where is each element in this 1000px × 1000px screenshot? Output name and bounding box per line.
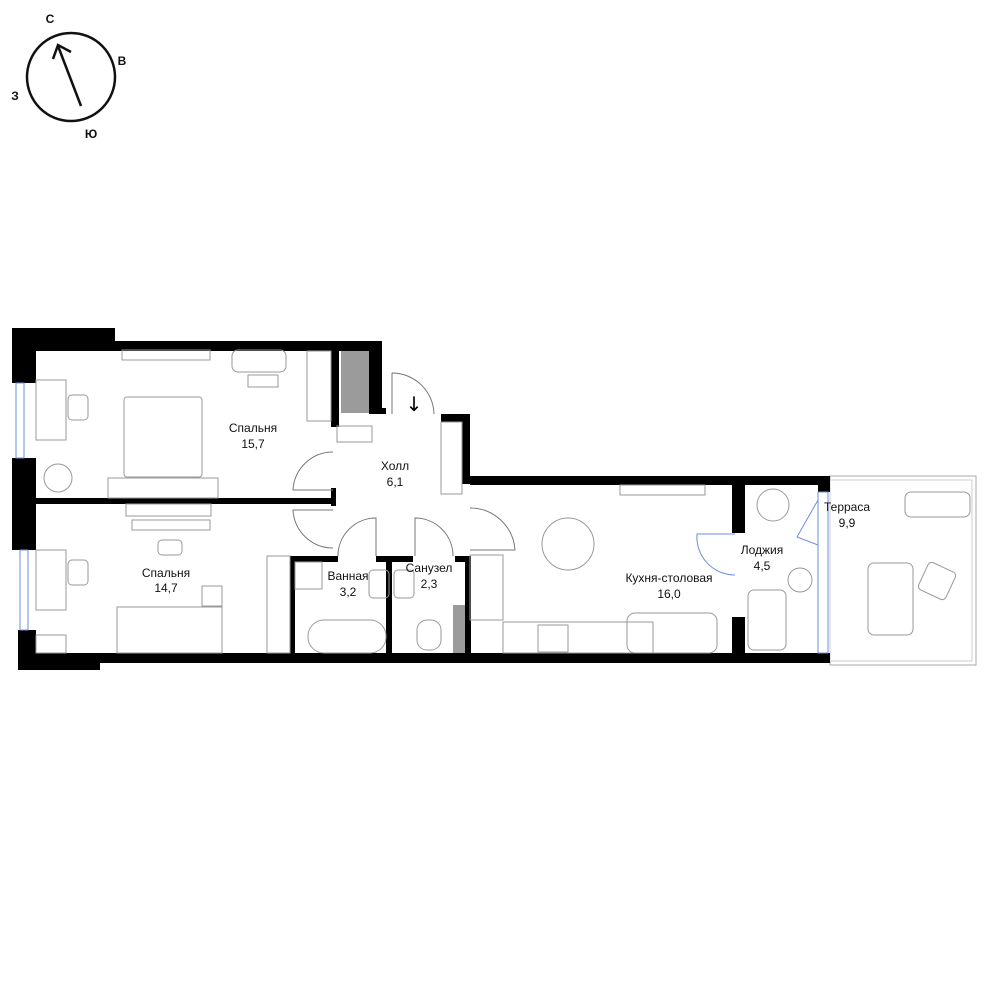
room-area: 9,9 [839,516,856,530]
room-name: Ванная [327,569,368,583]
piano-icon [131,519,211,531]
window-bedroom-1 [15,382,25,459]
plant-icon [43,463,73,493]
wardrobe-icon [266,555,291,654]
terrace-outline [829,475,977,666]
room-area: 3,2 [340,585,357,599]
desk-bedroom-1 [231,349,287,373]
room-name: Санузел [406,561,453,575]
chair-icon [247,374,279,388]
tv-bedroom-1 [121,349,211,361]
compass-arrow-head [51,43,72,60]
stove-icon [537,624,569,653]
door-kitchen [469,507,516,551]
pouf-icon [917,561,957,601]
entrance-arrow-icon: ↓ [406,392,423,416]
shelf-icon [35,634,67,654]
shaft-block [453,605,465,653]
armchair-icon [747,589,787,651]
washer-icon [294,561,323,590]
wardrobe-icon [440,421,463,495]
window-bedroom-2 [19,549,29,631]
room-name: Холл [381,459,409,473]
compass-north: С [46,12,55,26]
compass-south: Ю [85,127,97,141]
room-area: 4,5 [754,559,771,573]
nightstands-icon [107,477,219,499]
compass-arrow [56,45,83,107]
bathtub-icon [307,619,387,654]
sink-icon [368,569,390,599]
compass-west: З [11,89,19,103]
room-area: 16,0 [657,587,681,601]
kitchen-counter-icon [502,621,654,654]
room-area: 14,7 [154,581,178,595]
shoe-rack-icon [336,425,373,443]
entrance-door [391,372,435,415]
room-name: Кухня-столовая [625,571,712,585]
door-bathroom [337,517,377,557]
room-name: Спальня [142,566,190,580]
sink-icon [393,569,415,599]
door-bedroom-1 [292,451,334,491]
compass-ring [25,31,117,123]
desk-icon [35,379,67,441]
bed-icon [116,606,223,654]
bed-icon [123,396,203,478]
toilet-icon [416,619,442,651]
exercise-bike-icon [904,491,971,518]
room-name: Спальня [229,421,277,435]
door-terrace [796,499,819,546]
walls [12,328,830,670]
compass-east: В [118,54,127,68]
door-wc [414,517,454,557]
plant-icon [756,488,790,522]
compass: С В З Ю [11,12,126,141]
side-table-icon [787,567,813,593]
room-area: 15,7 [241,437,265,451]
kitchen-counter-icon [469,554,504,621]
stool-icon [157,539,183,556]
chair-icon [67,394,89,421]
doors [292,372,819,576]
wardrobe-icon [306,350,332,422]
door-loggia [696,533,736,576]
chair-icon [67,559,89,586]
room-labels: Спальня 15,7 Спальня 14,7 Холл 6,1 Ванна… [142,421,870,601]
window-loggia [817,491,829,654]
desk-icon [35,549,67,611]
sofa-icon [867,562,914,636]
room-name: Лоджия [741,543,784,557]
sofa-icon [626,612,718,654]
furniture [35,349,971,654]
room-name: Терраса [824,500,870,514]
tv-kitchen [619,484,706,496]
nightstand-icon [201,585,223,607]
room-area: 6,1 [387,475,404,489]
dining-table-icon [541,517,595,571]
door-bedroom-2 [292,509,334,549]
dresser-icon [125,503,212,517]
closet-block [341,351,369,413]
windows [15,382,829,654]
room-area: 2,3 [421,577,438,591]
